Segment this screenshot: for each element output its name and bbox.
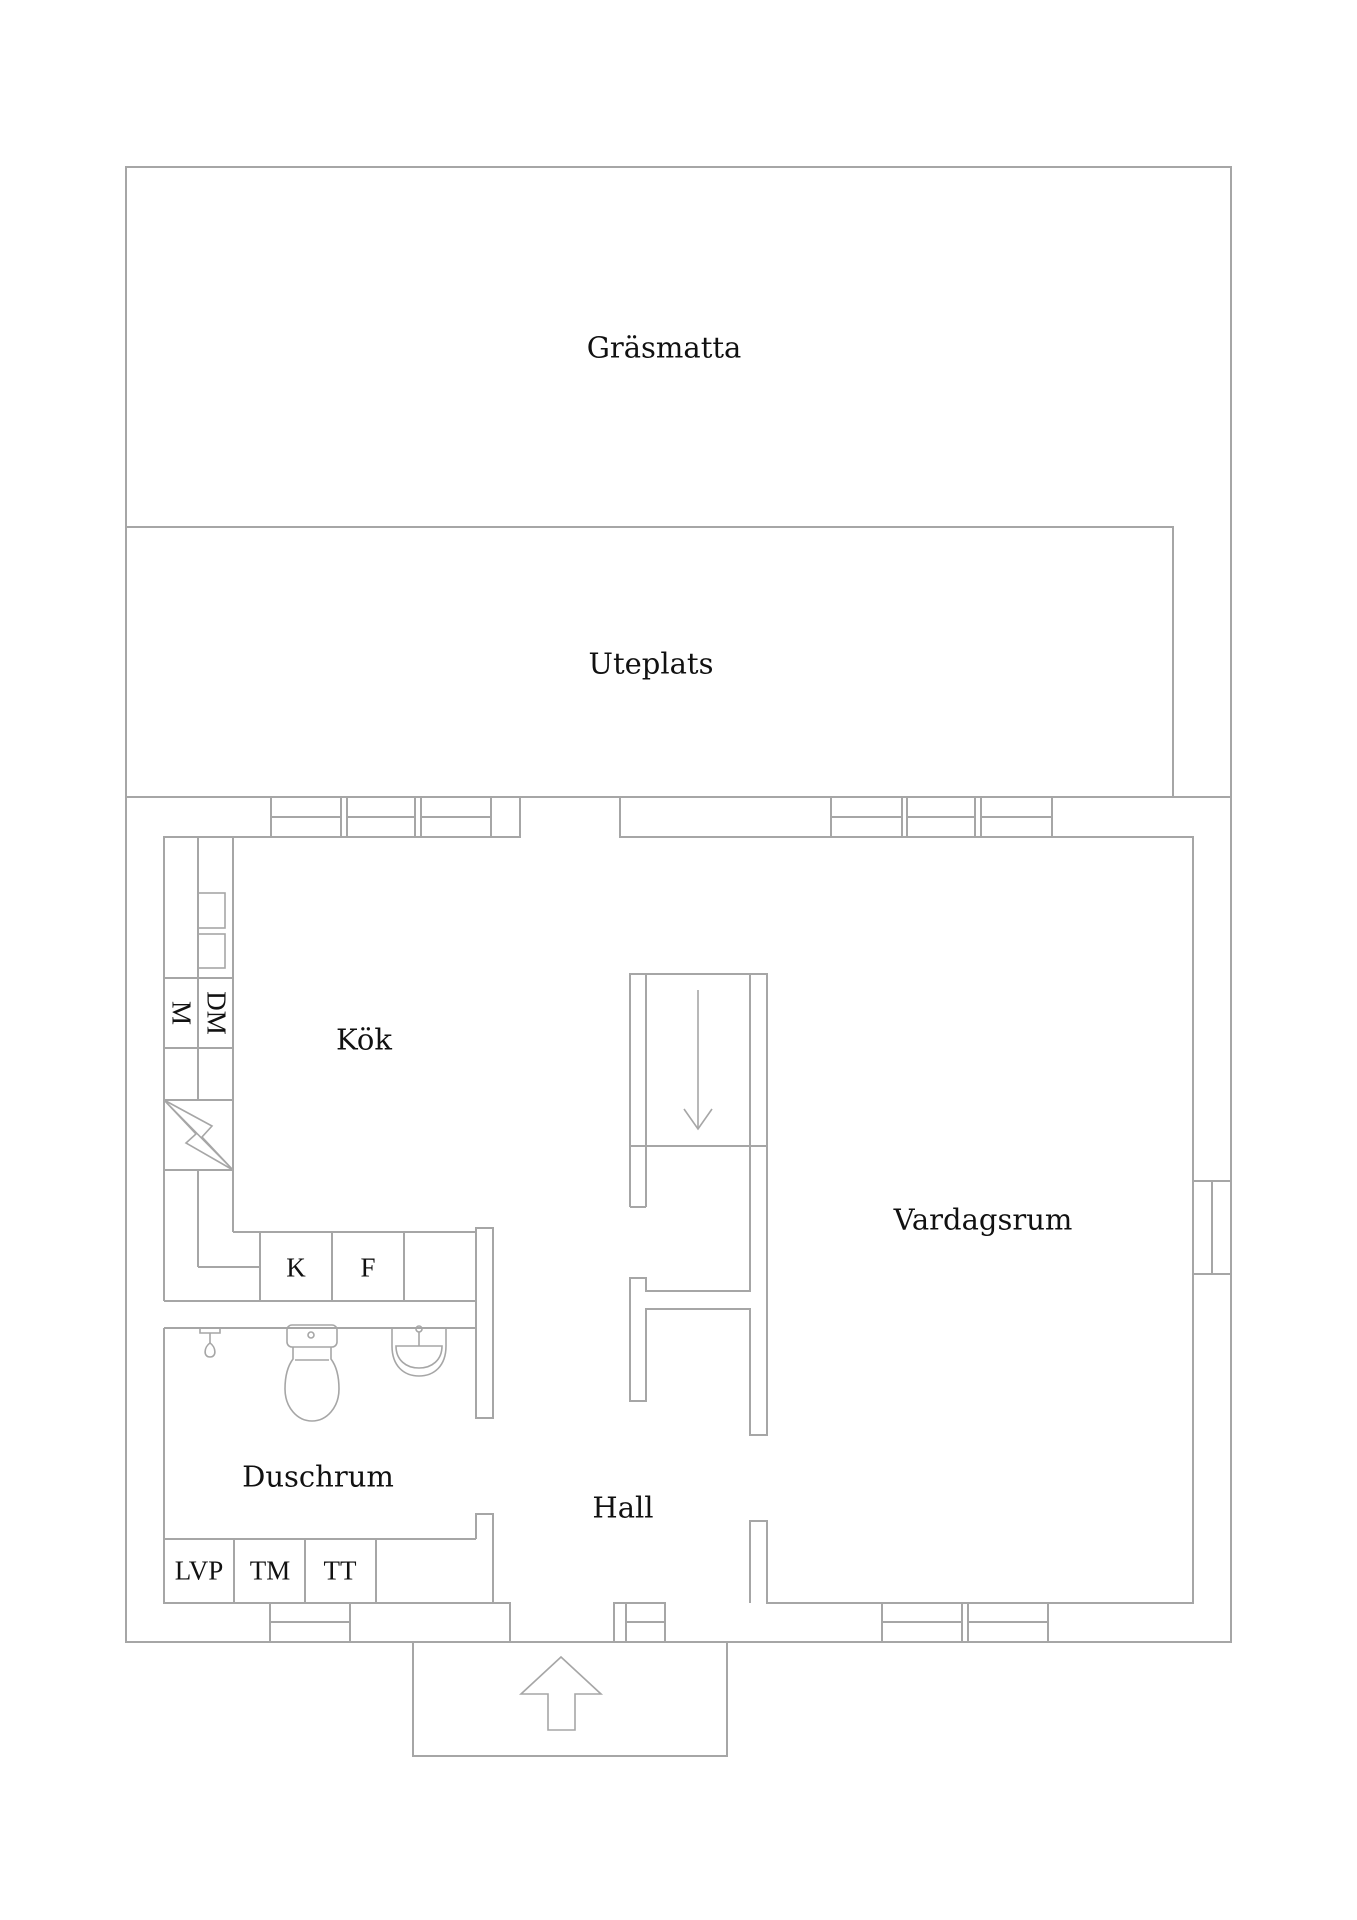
appliance-label-washing-machine: TM (249, 1555, 291, 1586)
appliance-label-microwave: M (166, 1000, 197, 1026)
entrance-porch (412, 1641, 728, 1757)
stove-lightning-icon (163, 1099, 234, 1171)
appliance-label-tumble-dryer: TT (323, 1555, 357, 1586)
windows-bottom (269, 1602, 1049, 1643)
room-label-hall: Hall (592, 1490, 654, 1525)
staircase (629, 973, 768, 1436)
room-label-lawn: Gräsmatta (586, 330, 742, 365)
appliance-label-freezer: F (360, 1252, 376, 1283)
window-right (1192, 1180, 1232, 1275)
entrance-arrow-icon (518, 1655, 604, 1731)
room-label-shower-room: Duschrum (242, 1459, 394, 1494)
room-label-kitchen: Kök (336, 1022, 392, 1057)
kitchen-counter (164, 837, 477, 1302)
lawn-area (125, 166, 1232, 1643)
room-label-patio: Uteplats (588, 646, 714, 681)
stair-down-arrow-icon (683, 990, 713, 1131)
shower-head-icon (199, 1328, 221, 1358)
shower-room-walls (164, 1327, 494, 1603)
appliance-label-dishwasher: DM (201, 991, 232, 1035)
appliance-label-fridge: K (286, 1252, 306, 1283)
windows-top-left (270, 796, 521, 838)
kitchen-sink-icon (197, 892, 226, 969)
partition-wall (475, 1227, 494, 1419)
windows-top-right (830, 796, 1053, 838)
appliance-label-water-heater: LVP (174, 1555, 224, 1586)
wash-basin-icon (391, 1325, 447, 1377)
toilet-icon (284, 1324, 340, 1422)
room-label-living-room: Vardagsrum (893, 1202, 1073, 1237)
